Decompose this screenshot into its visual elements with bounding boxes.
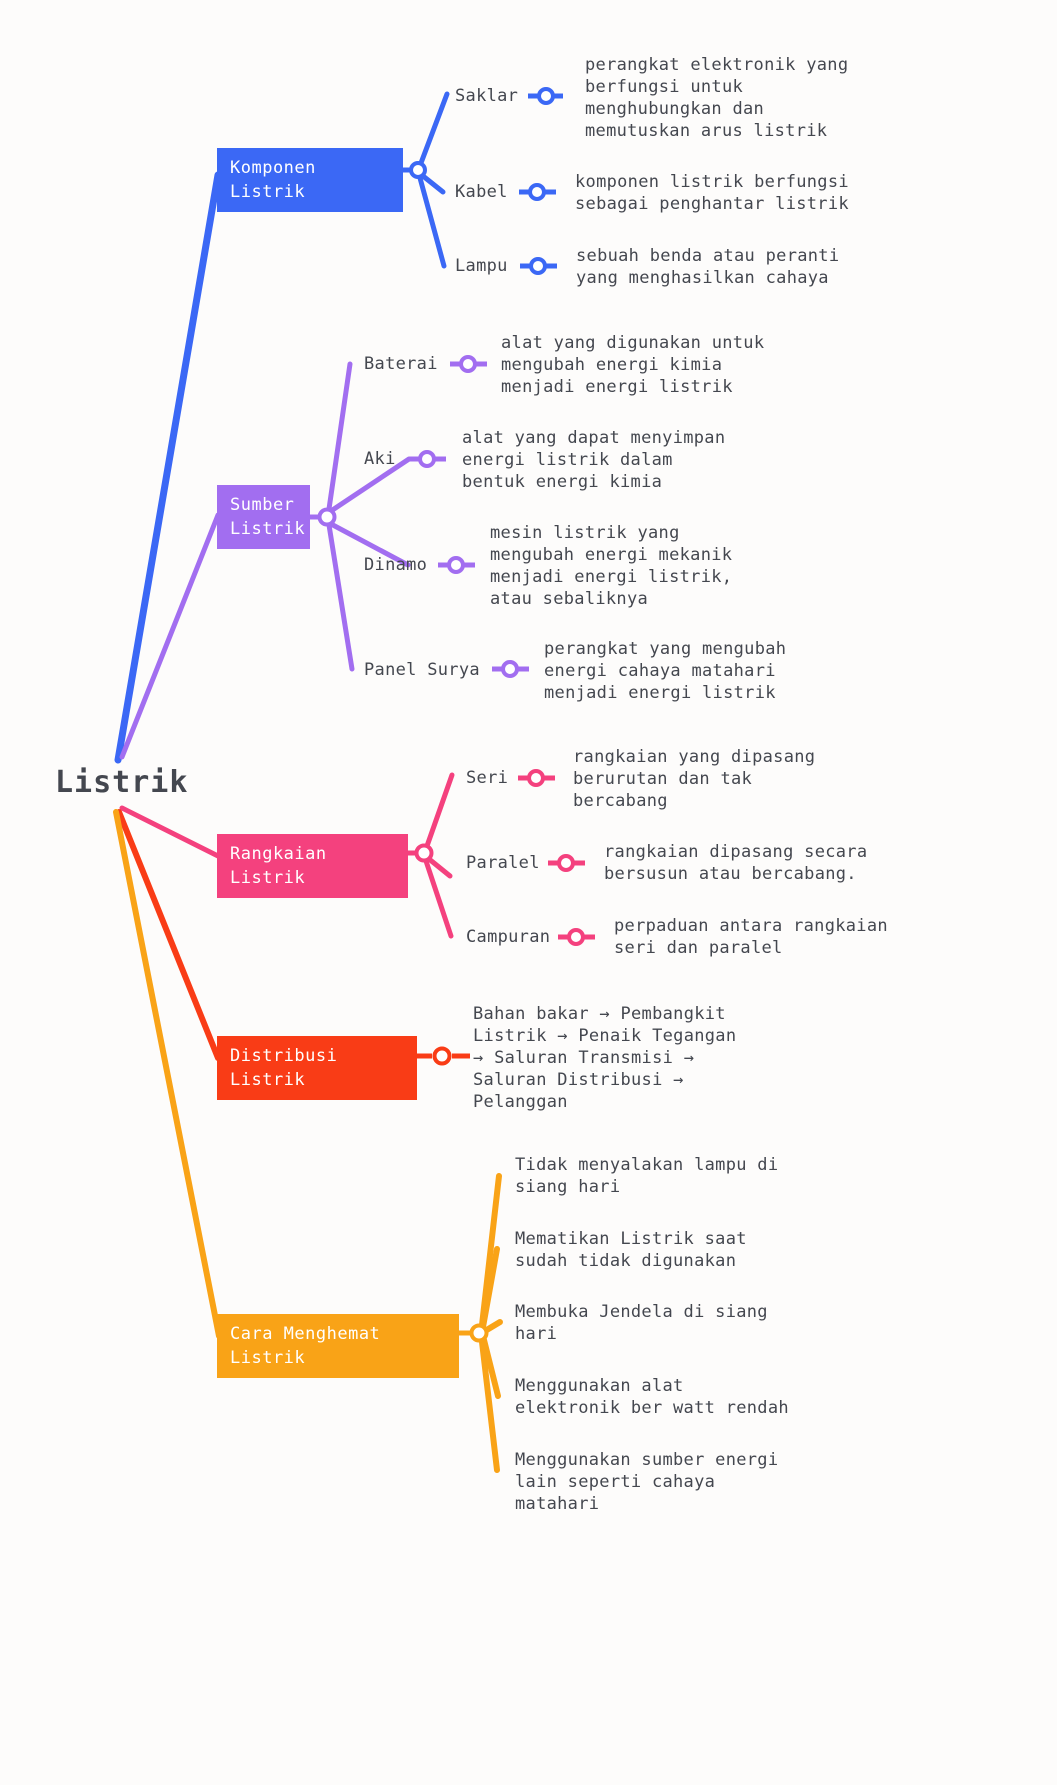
trunk-distribusi xyxy=(116,809,221,1061)
trunk-sumber xyxy=(119,512,221,760)
hub-hemat xyxy=(469,1323,489,1343)
desc-campuran: perpaduan antara rangkaian seri dan para… xyxy=(614,916,888,958)
node-label-panel-surya[interactable]: Panel Surya xyxy=(364,660,480,680)
leg-saklar xyxy=(418,91,450,166)
trunk-hemat xyxy=(113,809,222,1339)
desc-aki: alat yang dapat menyimpan energi listrik… xyxy=(462,428,726,492)
node-lampu xyxy=(529,257,547,275)
leg-campuran xyxy=(423,858,454,939)
node-kabel xyxy=(528,183,546,201)
leaf-hemat-4[interactable]: Menggunakan alat elektronik ber watt ren… xyxy=(515,1376,789,1418)
root-node[interactable]: Listrik xyxy=(55,765,189,800)
leg-panelsurya xyxy=(326,522,355,672)
node-label-campuran[interactable]: Campuran xyxy=(466,927,551,947)
desc-lampu: sebuah benda atau peranti yang menghasil… xyxy=(576,246,840,288)
leaf-hemat-2[interactable]: Mematikan Listrik saat sudah tidak digun… xyxy=(515,1229,747,1271)
desc-kabel: komponen listrik berfungsi sebagai pengh… xyxy=(575,172,849,214)
node-distribusi xyxy=(432,1046,452,1066)
branch-distribusi-listrik[interactable]: Distribusi Listrik xyxy=(217,1036,417,1100)
leg-hemat-1 xyxy=(479,1173,502,1328)
node-dinamo xyxy=(447,556,465,574)
hub-rangkaian xyxy=(414,843,434,863)
node-saklar xyxy=(537,87,555,105)
branch-rangkaian-listrik[interactable]: Rangkaian Listrik xyxy=(217,834,408,898)
trunk-rangkaian xyxy=(119,805,221,859)
node-label-lampu[interactable]: Lampu xyxy=(455,256,508,276)
node-seri xyxy=(527,769,545,787)
leg-baterai xyxy=(326,361,353,512)
branch-komponen-listrik[interactable]: Komponen Listrik xyxy=(217,148,403,212)
leg-lampu xyxy=(417,175,447,269)
desc-panel-surya: perangkat yang mengubah energi cahaya ma… xyxy=(544,639,787,703)
leaf-hemat-1[interactable]: Tidak menyalakan lampu di siang hari xyxy=(515,1155,779,1197)
desc-seri: rangkaian yang dipasang berurutan dan ta… xyxy=(573,747,816,811)
desc-dinamo: mesin listrik yang mengubah energi mekan… xyxy=(490,523,733,609)
hub-komponen xyxy=(409,161,427,179)
leg-hemat-3 xyxy=(482,1319,503,1334)
branch-cara-menghemat-listrik[interactable]: Cara Menghemat Listrik xyxy=(217,1314,459,1378)
leg-seri xyxy=(424,772,455,849)
leg-paralel xyxy=(426,856,453,879)
desc-distribusi-listrik: Bahan bakar → Pembangkit Listrik → Penai… xyxy=(473,1004,737,1112)
node-label-kabel[interactable]: Kabel xyxy=(455,182,508,202)
leg-hemat-4 xyxy=(481,1337,501,1399)
node-label-saklar[interactable]: Saklar xyxy=(455,86,519,106)
branch-sumber-listrik[interactable]: Sumber Listrik xyxy=(217,485,310,549)
node-label-baterai[interactable]: Baterai xyxy=(364,354,438,374)
node-label-dinamo[interactable]: Dinamo xyxy=(364,555,428,575)
node-panelsurya xyxy=(501,660,519,678)
leg-hemat-2 xyxy=(480,1246,500,1330)
node-paralel xyxy=(557,854,575,872)
leg-kabel xyxy=(420,173,446,195)
desc-paralel: rangkaian dipasang secara bersusun atau … xyxy=(604,842,868,884)
leaf-hemat-5[interactable]: Menggunakan sumber energi lain seperti c… xyxy=(515,1450,779,1514)
node-campuran xyxy=(567,928,585,946)
node-aki xyxy=(418,450,436,468)
leg-hemat-5 xyxy=(479,1339,500,1473)
node-label-seri[interactable]: Seri xyxy=(466,768,509,788)
node-baterai xyxy=(459,355,477,373)
trunk-komponen xyxy=(114,171,222,764)
node-label-paralel[interactable]: Paralel xyxy=(466,853,540,873)
leaf-hemat-3[interactable]: Membuka Jendela di siang hari xyxy=(515,1302,768,1344)
node-label-aki[interactable]: Aki xyxy=(364,449,396,469)
desc-baterai: alat yang digunakan untuk mengubah energ… xyxy=(501,333,765,397)
desc-saklar: perangkat elektronik yang berfungsi untu… xyxy=(585,55,849,141)
hub-sumber xyxy=(317,507,337,527)
